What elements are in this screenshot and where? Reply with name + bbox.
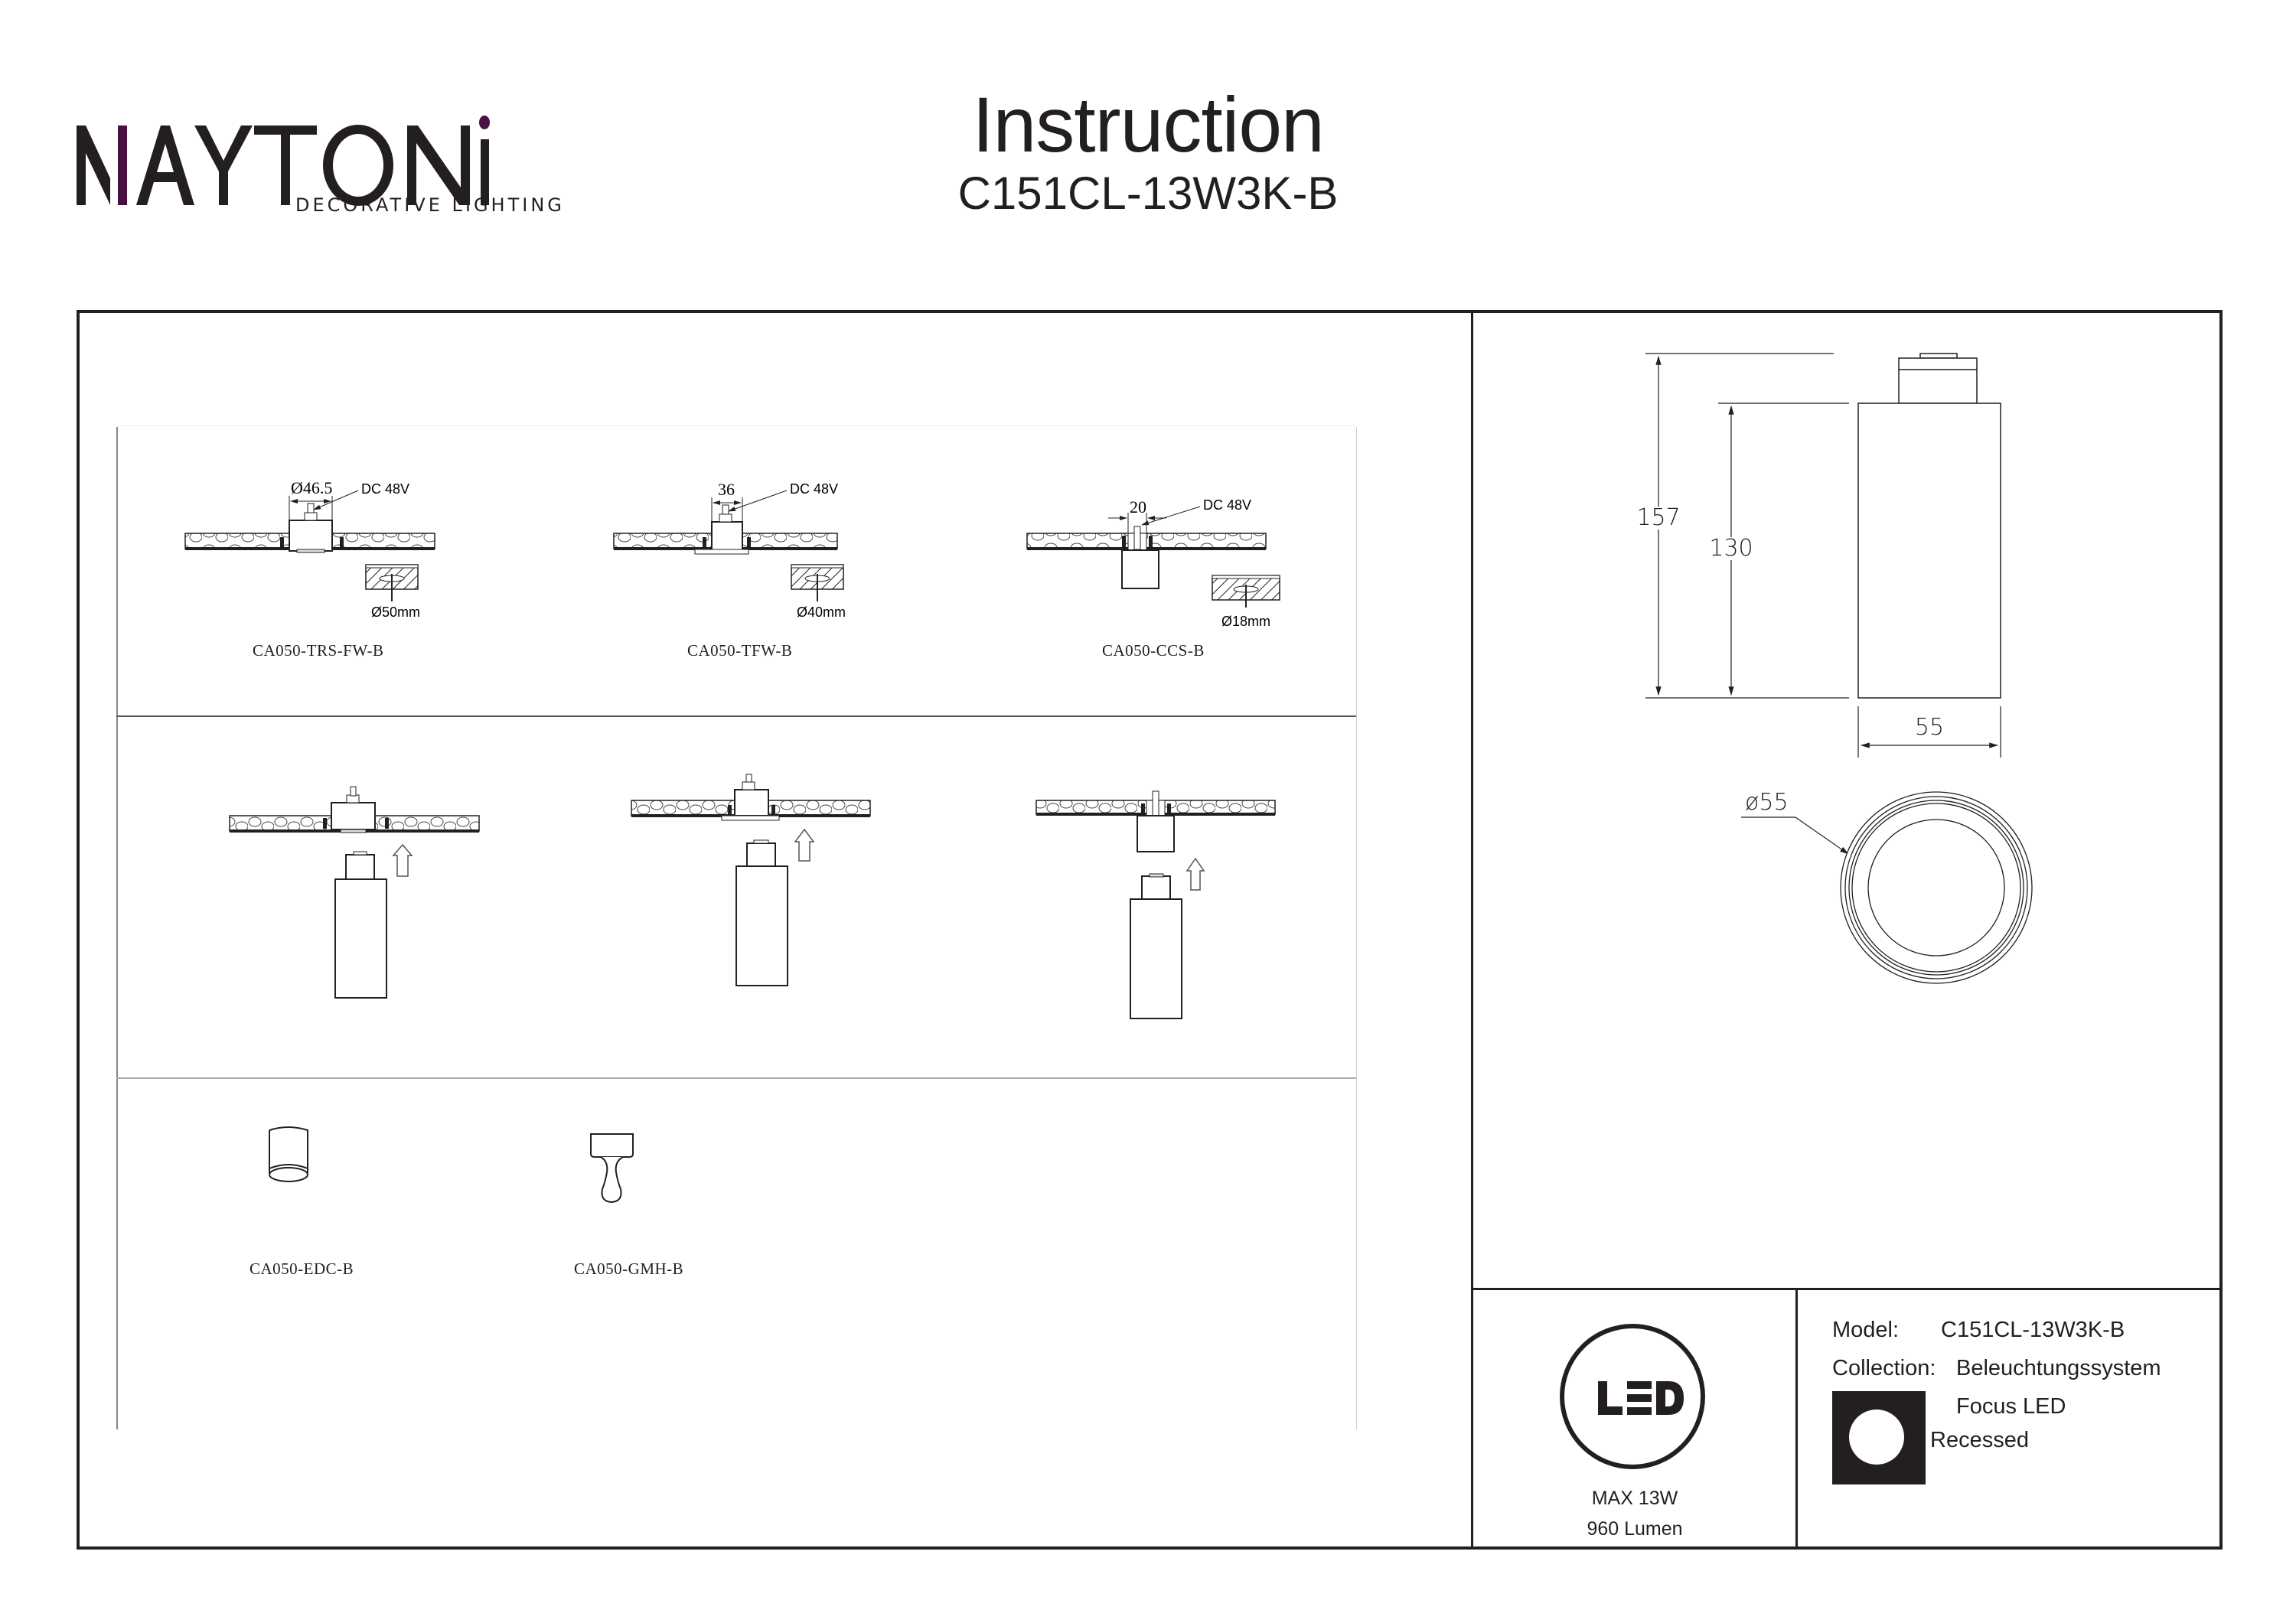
mount-type: Recessed <box>1930 1428 2029 1452</box>
info-divider-vertical <box>1795 1288 1798 1550</box>
frame-divider-horizontal <box>1471 1288 2223 1290</box>
voltage-label: DC 48V <box>1203 497 1251 513</box>
mount-section-drawing: 20 DC 48V Ø18mm <box>1026 497 1280 629</box>
dimension-drawing: 157 130 55 ø55 <box>1623 329 2158 987</box>
part-code-label: CA050-TRS-FW-B <box>253 641 384 660</box>
install-step-1 <box>222 765 497 1010</box>
max-power: MAX 13W <box>1591 1488 1678 1509</box>
brand-logo <box>77 107 566 230</box>
drawing-frame <box>77 310 2223 1550</box>
accessory-edc-drawing <box>260 1121 337 1198</box>
part-code-label: CA050-EDC-B <box>249 1260 354 1278</box>
cutout-label: Ø40mm <box>797 605 846 620</box>
collection-label: Collection: <box>1832 1356 1936 1380</box>
frame-divider-vertical <box>1471 310 1473 1550</box>
row-divider-2 <box>116 1077 1356 1079</box>
model-code: C151CL-13W3K-B <box>957 168 1339 219</box>
row-divider-1 <box>116 715 1356 717</box>
install-drawing <box>631 774 871 986</box>
install-drawing <box>1035 790 1276 1019</box>
up-arrow-icon <box>1186 857 1205 891</box>
page-title: Instruction <box>972 81 1325 168</box>
part-code-label: CA050-TFW-B <box>687 641 793 660</box>
model-label: Model: <box>1832 1318 1900 1342</box>
mounting-holder-icon <box>590 1133 634 1204</box>
install-drawing <box>229 786 480 999</box>
dimension-width: 55 <box>1915 714 1944 741</box>
part-code-label: CA050-GMH-B <box>574 1260 684 1278</box>
mount-option-2: 36 DC 48V Ø40mm <box>605 459 911 673</box>
voltage-label: DC 48V <box>790 481 838 497</box>
fixture-side-view: 157 130 55 ø55 <box>1636 353 2033 984</box>
panel-border-left <box>116 427 118 1429</box>
dimension-label: 36 <box>718 480 735 499</box>
brand-tagline: DECORATIVE LIGHTING <box>295 194 565 216</box>
dimension-body-height: 130 <box>1709 535 1753 562</box>
luminous-flux: 960 Lumen <box>1587 1518 1683 1540</box>
mount-option-3: 20 DC 48V Ø18mm <box>1018 474 1324 689</box>
logo-accent-bar <box>118 125 127 205</box>
model-value: C151CL-13W3K-B <box>1941 1318 2125 1342</box>
up-arrow-icon <box>794 828 815 862</box>
cutout-label: Ø18mm <box>1221 614 1270 629</box>
panel-border-right <box>1356 427 1357 1429</box>
dimension-total-height: 157 <box>1636 504 1680 531</box>
mount-section-drawing: 36 DC 48V Ø40mm <box>613 480 846 620</box>
logo-accent-dot <box>479 116 490 129</box>
install-step-2 <box>624 765 899 1010</box>
voltage-label: DC 48V <box>361 481 409 497</box>
cutout-label: Ø50mm <box>371 605 420 620</box>
dimension-label: Ø46.5 <box>291 478 332 497</box>
collection-value: Beleuchtungssystem <box>1956 1356 2161 1380</box>
panel-border-top <box>116 425 1356 426</box>
end-cap-icon <box>269 1126 308 1182</box>
up-arrow-icon <box>392 843 413 877</box>
install-step-3 <box>1033 781 1309 1041</box>
dimension-label: 20 <box>1130 497 1146 517</box>
part-code-label: CA050-CCS-B <box>1102 641 1205 660</box>
dimension-diameter: ø55 <box>1745 789 1789 816</box>
recessed-type-icon <box>1832 1391 1926 1484</box>
led-badge <box>1552 1322 1713 1483</box>
maytoni-logo-graphic <box>77 116 490 206</box>
accessory-gmh-drawing <box>582 1125 658 1217</box>
mount-section-drawing: Ø46.5 DC 48V Ø50mm <box>184 478 435 620</box>
led-icon <box>1560 1324 1705 1469</box>
mount-option-1: Ø46.5 DC 48V Ø50mm <box>176 459 482 673</box>
product-line: Focus LED <box>1956 1394 2066 1419</box>
